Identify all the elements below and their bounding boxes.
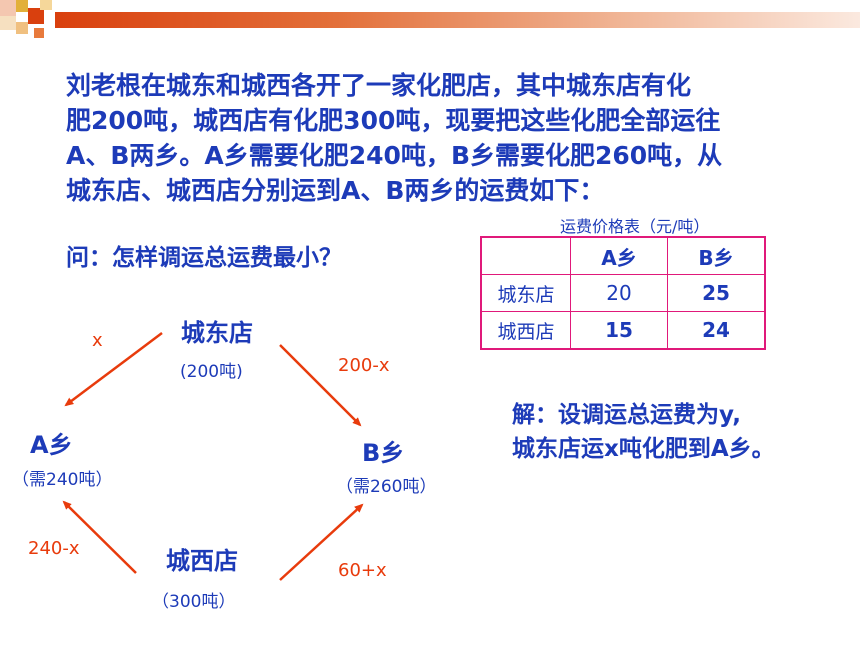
table-row-label: 城西店 <box>480 311 571 350</box>
problem-text: 刘老根在城东和城西各开了一家化肥店，其中城东店有化 肥200吨，城西店有化肥30… <box>66 68 811 208</box>
flow-label-east-b: 200-x <box>338 355 390 376</box>
table-cell: 15 <box>570 311 668 350</box>
table-cell: 25 <box>667 274 766 312</box>
node-title: A乡 <box>30 431 73 459</box>
question-text: 问：怎样调运总运费最小？ <box>66 245 342 271</box>
table-row-label: 城东店 <box>480 274 571 312</box>
header-square-icon <box>16 22 28 34</box>
arrow-west-to-a <box>62 500 137 574</box>
node-town-b: B乡 <box>362 433 404 468</box>
arrow-west-to-b <box>279 503 364 581</box>
table-header-row: A乡 B乡 <box>480 236 766 275</box>
problem-line: 刘老根在城东和城西各开了一家化肥店，其中城东店有化 <box>66 71 692 100</box>
problem-line: 城东店、城西店分别运到A、B两乡的运费如下： <box>66 176 605 205</box>
table-caption: 运费价格表（元/吨） <box>560 217 710 236</box>
table-row: 城东店 20 25 <box>480 274 766 312</box>
table-row: 城西店 15 24 <box>480 311 766 350</box>
flow-label-west-b: 60+x <box>338 560 387 581</box>
node-town-a-demand: （需240吨） <box>12 470 113 490</box>
problem-line: 肥200吨，城西店有化肥300吨，现要把这些化肥全部运往 <box>66 106 721 135</box>
node-town-b-demand: （需260吨） <box>336 477 437 497</box>
table-cell: 24 <box>667 311 766 350</box>
solution-line: 解：设调运总运费为y, <box>512 402 741 428</box>
table-cell: 20 <box>570 274 668 312</box>
solution-text: 解：设调运总运费为y, 城东店运x吨化肥到A乡。 <box>512 398 775 466</box>
price-table: A乡 B乡 城东店 20 25 城西店 15 24 <box>480 236 766 350</box>
header-square-icon <box>0 16 16 30</box>
node-east-store: 城东店 <box>181 313 253 348</box>
header-square-icon <box>34 28 44 38</box>
header-square-icon <box>0 0 16 16</box>
node-title: 城西店 <box>166 547 238 575</box>
header-gradient-bar <box>55 12 860 28</box>
flow-label-east-a: x <box>92 330 103 351</box>
solution-line: 城东店运x吨化肥到A乡。 <box>512 436 775 462</box>
table-header-b: B乡 <box>667 236 766 275</box>
arrow-east-to-b <box>279 344 362 427</box>
arrow-east-to-a <box>64 332 163 407</box>
node-town-a: A乡 <box>30 425 73 460</box>
node-west-store: 城西店 <box>166 541 238 576</box>
flow-label-west-a: 240-x <box>28 538 80 559</box>
node-west-store-capacity: （300吨） <box>152 592 236 612</box>
header-square-icon <box>16 0 28 12</box>
node-east-store-capacity: (200吨) <box>180 362 243 382</box>
table-header-a: A乡 <box>570 236 668 275</box>
node-title: B乡 <box>362 439 405 467</box>
table-corner-cell <box>480 236 571 275</box>
problem-line: A、B两乡。A乡需要化肥240吨，B乡需要化肥260吨，从 <box>66 141 723 170</box>
header-square-icon <box>28 8 44 24</box>
node-title: 城东店 <box>181 319 253 347</box>
header-square-icon <box>40 0 52 10</box>
